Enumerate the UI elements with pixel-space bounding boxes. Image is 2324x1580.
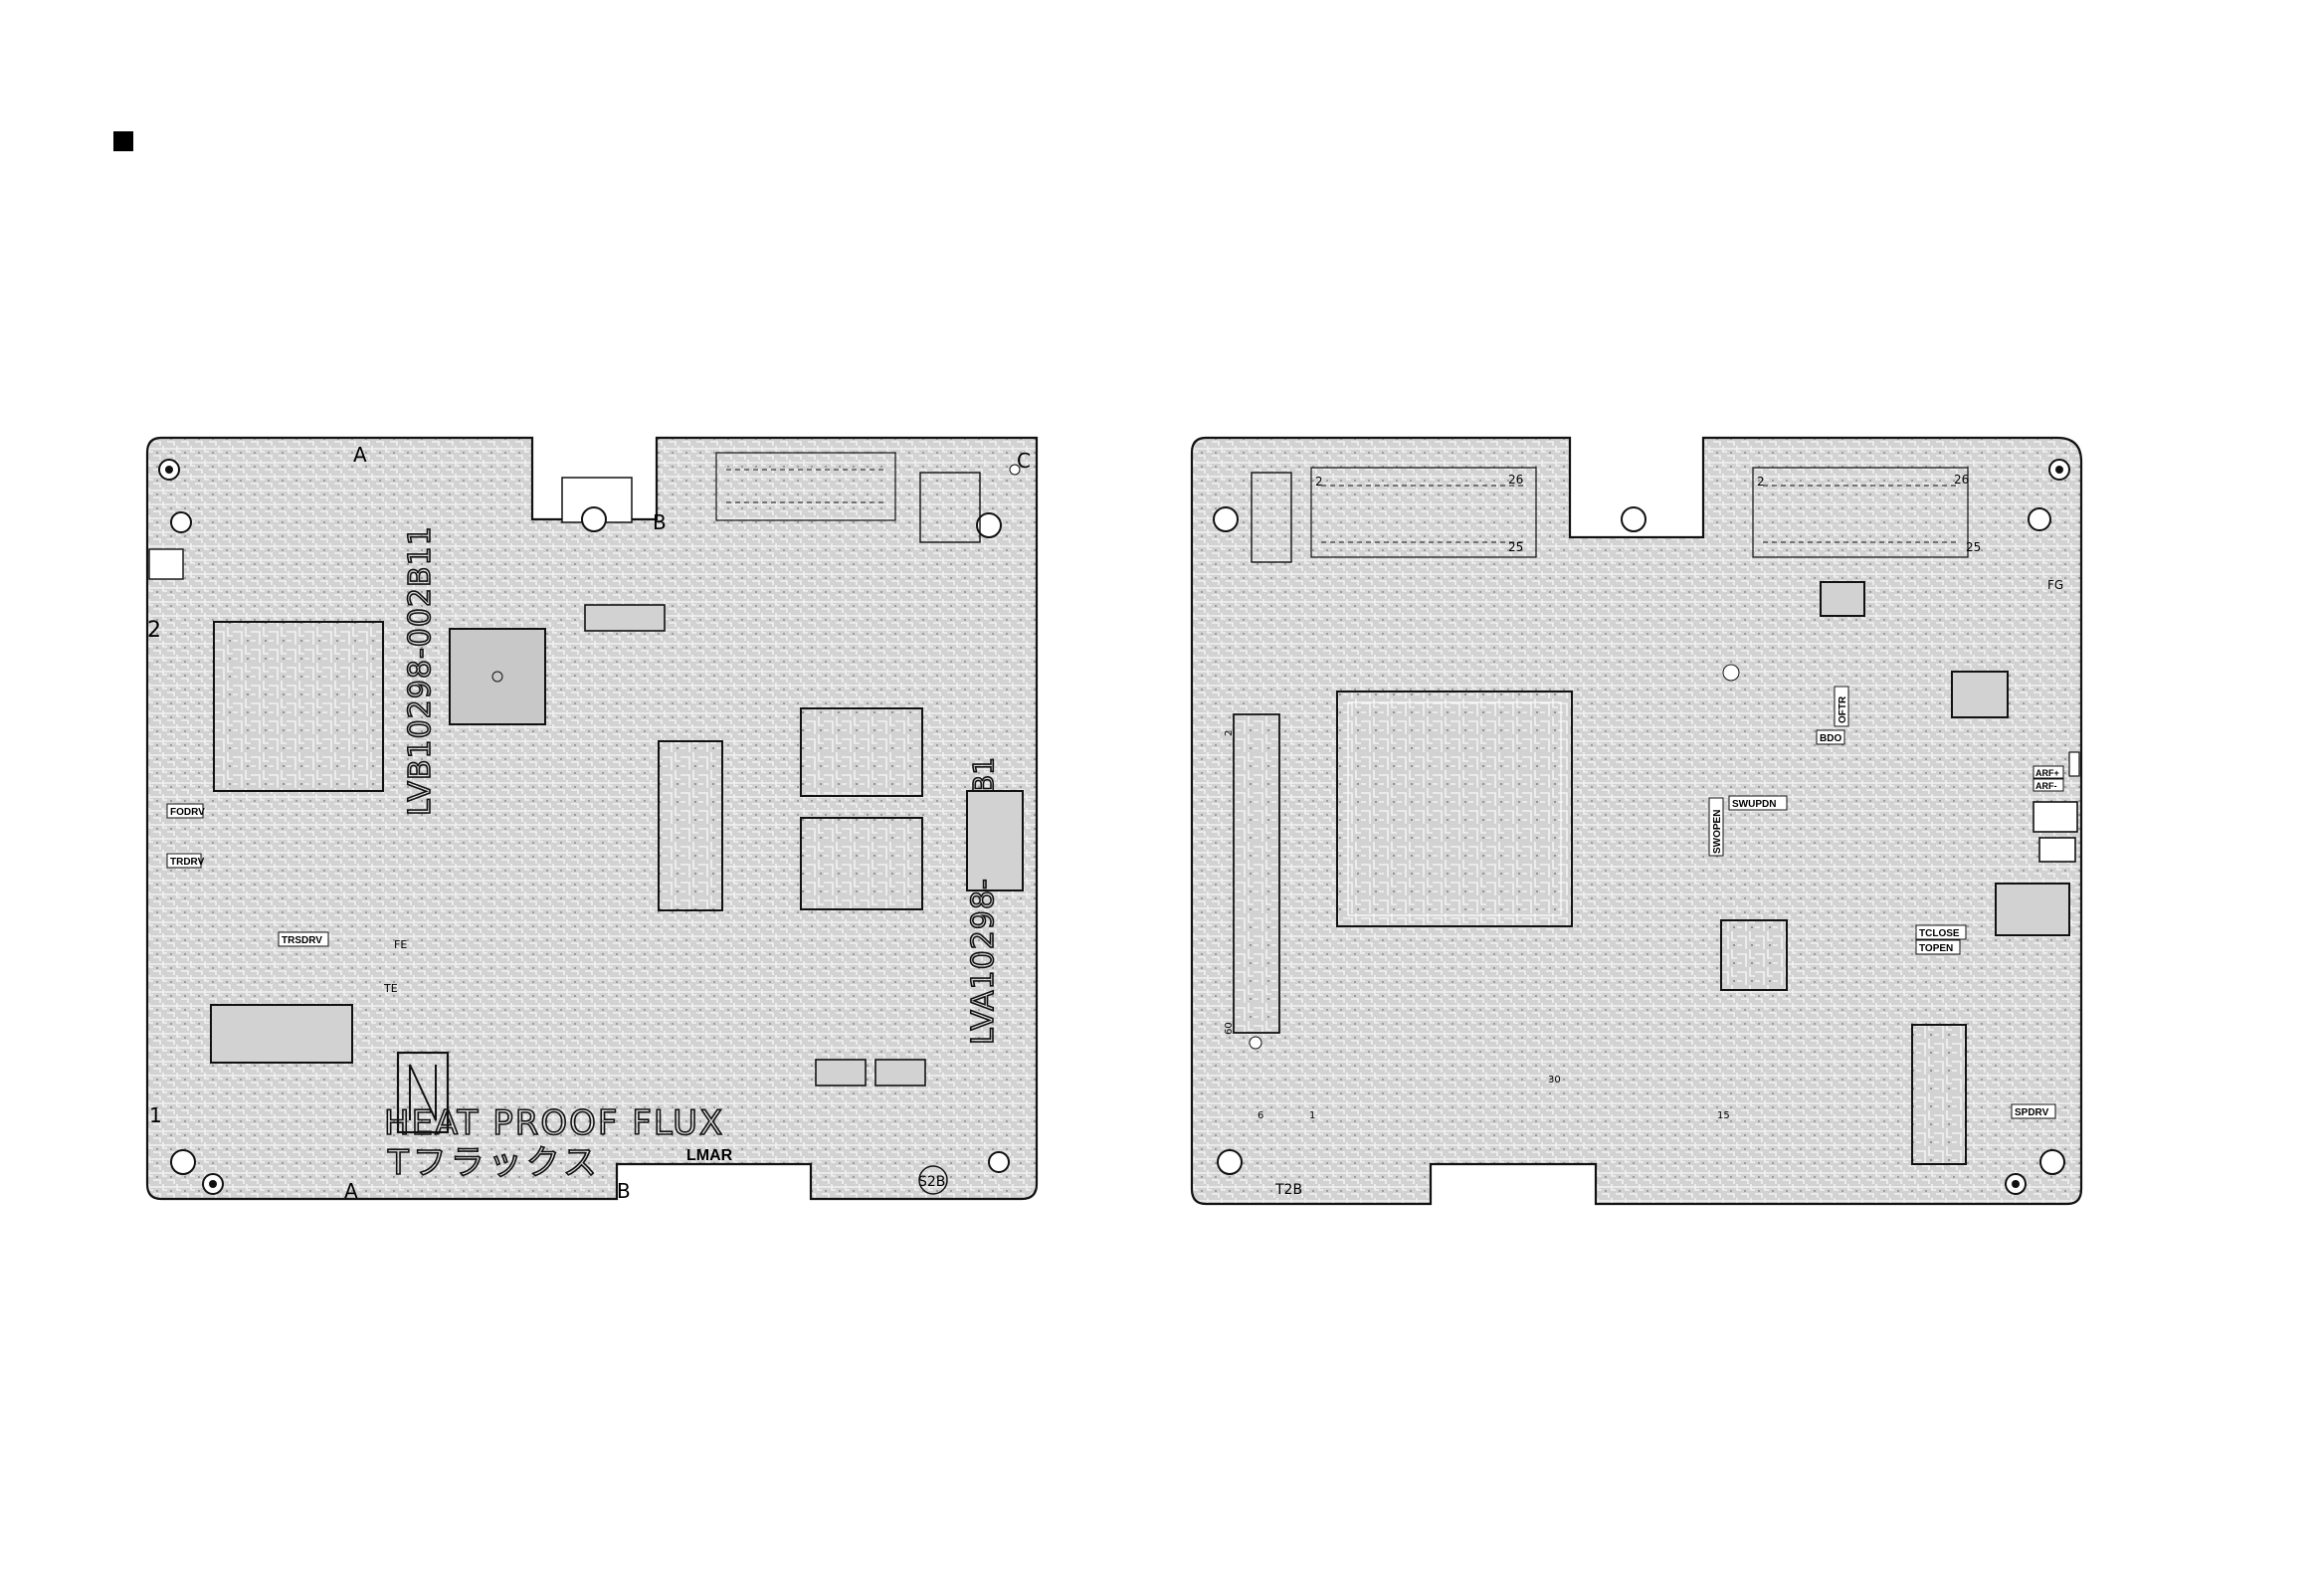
r-misc-30: 30	[1548, 1075, 1561, 1086]
r-pin-25: 25	[1508, 540, 1523, 554]
r-misc-1: 1	[1309, 1110, 1315, 1121]
lmark: LMAR	[686, 1147, 733, 1164]
right-pcb-board	[1192, 438, 2081, 1204]
left-pin-b1: B1	[967, 757, 1000, 794]
r-misc-15: 15	[1717, 1110, 1730, 1121]
left-side-code: S2B	[918, 1174, 945, 1190]
r-pin-2b: 2	[1757, 475, 1765, 489]
left-corner-a-top: A	[353, 443, 367, 467]
r-misc-60: 60	[1224, 1022, 1235, 1035]
tp-oftr: OFTR	[1838, 695, 1848, 723]
left-part-number-vertical: LVB10298-002B11	[403, 525, 438, 816]
tp-topen: TOPEN	[1919, 943, 1953, 954]
left-part-number-right: LVA10298-	[966, 878, 1001, 1045]
r-misc-6: 6	[1258, 1110, 1263, 1121]
r-pin-2: 2	[1315, 475, 1323, 489]
left-pin-two: 2	[147, 618, 161, 643]
left-corner-c-top: C	[1017, 449, 1031, 473]
tp-swupdn: SWUPDN	[1732, 799, 1776, 810]
fe-label: FE	[394, 938, 407, 951]
left-corner-b-top: B	[653, 510, 667, 534]
tp-fodrv: FODRV	[170, 807, 205, 818]
heat-proof-flux: HEAT PROOF FLUX	[384, 1103, 724, 1143]
tp-arf-plus: ARF+	[2035, 768, 2059, 778]
left-corner-a-bottom: A	[344, 1179, 358, 1203]
tp-swopen: SWOPEN	[1712, 810, 1723, 854]
tp-arf-minus: ARF-	[2035, 781, 2057, 791]
r-pin-25b: 25	[1966, 540, 1981, 554]
r-misc-2: 2	[1224, 730, 1235, 736]
left-pcb-board	[147, 438, 1037, 1199]
r-pin-26b: 26	[1954, 473, 1969, 487]
left-corner-b-bottom: B	[617, 1179, 631, 1203]
r-pin-26: 26	[1508, 473, 1523, 487]
tp-bdo: BDO	[1820, 733, 1841, 744]
tp-trsdrv: TRSDRV	[282, 935, 322, 946]
tp-spdrv: SPDRV	[2015, 1107, 2049, 1118]
flux-jp: Tフラックス	[387, 1143, 601, 1183]
right-side-code: T2B	[1274, 1182, 1302, 1198]
te-label: TE	[383, 982, 398, 995]
r-fg: FG	[2047, 578, 2063, 592]
left-pin-one: 1	[149, 1103, 162, 1127]
tp-tclose: TCLOSE	[1919, 928, 1960, 939]
tp-trdrv: TRDRV	[170, 857, 205, 868]
